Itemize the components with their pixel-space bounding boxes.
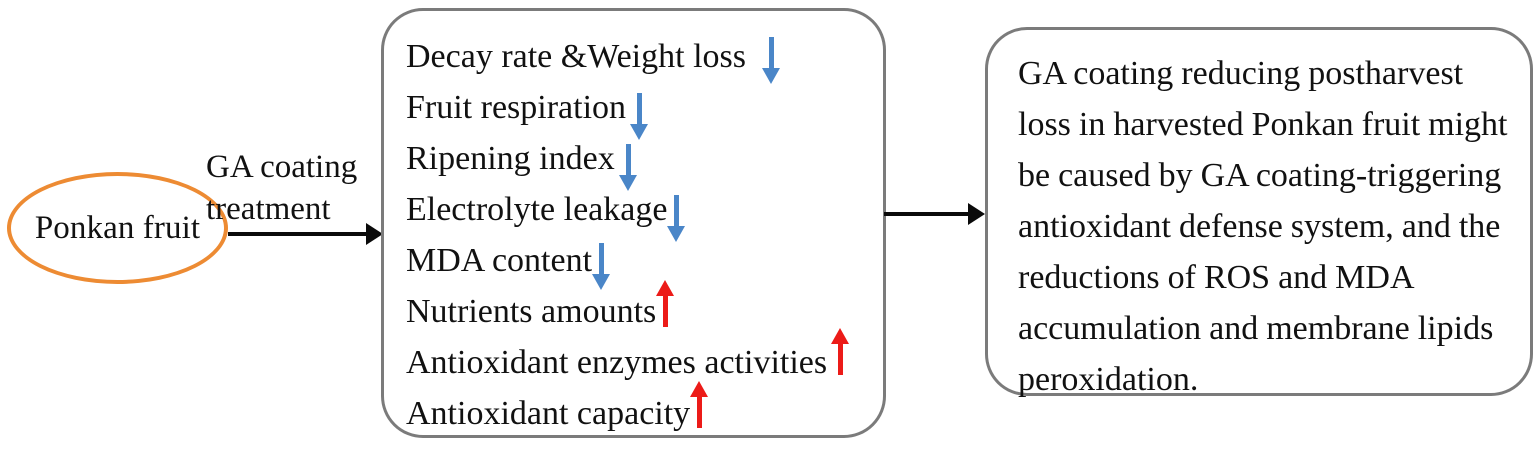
list-item: Electrolyte leakage (406, 184, 875, 242)
arrow-stem (663, 295, 669, 327)
effects-box: Decay rate &Weight loss Fruit respiratio… (381, 8, 886, 438)
arrow-shaft (884, 212, 970, 216)
effect-label: Antioxidant capacity (406, 394, 691, 432)
arrow-head (366, 223, 383, 245)
arrow-stem (637, 93, 643, 125)
effect-label: Antioxidant enzymes activities (406, 343, 828, 381)
arrow-up-icon (656, 280, 675, 327)
arrow-up-icon (831, 328, 850, 375)
list-item: Decay rate &Weight loss (406, 31, 875, 84)
effects-list: Decay rate &Weight loss Fruit respiratio… (406, 31, 875, 439)
arrow-down-icon (761, 37, 780, 84)
arrow-down-icon (618, 144, 637, 191)
treatment-label: GA coating treatment (206, 149, 358, 227)
arrow-stem (625, 144, 631, 176)
arrow-stem (674, 195, 680, 227)
arrow-tip (618, 175, 637, 191)
source-node-label: Ponkan fruit (34, 209, 201, 246)
arrow-down-icon (667, 195, 686, 242)
effect-label: Electrolyte leakage (406, 190, 668, 228)
effect-label: MDA content (406, 241, 593, 279)
list-item: Antioxidant enzymes activities (406, 328, 875, 388)
arrow-tip (656, 280, 675, 296)
arrow-up-icon (690, 381, 709, 428)
effect-label: Nutrients amounts (406, 292, 657, 330)
arrow-tip (761, 68, 780, 84)
arrow-down-icon (592, 243, 611, 290)
arrow-right-icon-conclusion (884, 203, 985, 225)
effect-label: Ripening index (406, 139, 615, 177)
arrow-stem (599, 243, 605, 275)
arrow-tip (690, 381, 709, 397)
list-item: Fruit respiration (406, 82, 875, 140)
effect-label: Fruit respiration (406, 88, 627, 126)
conclusion-text: GA coating reducing postharvest loss in … (1018, 55, 1508, 398)
list-item: Ripening index (406, 133, 875, 191)
arrow-tip (667, 226, 686, 242)
list-item: Nutrients amounts (406, 280, 875, 337)
list-item: MDA content (406, 235, 875, 290)
arrow-stem (838, 343, 844, 375)
arrow-right-icon-treatment (228, 223, 383, 245)
effect-label: Decay rate &Weight loss (406, 37, 746, 75)
list-item: Antioxidant capacity (406, 381, 875, 439)
arrow-shaft (228, 232, 368, 236)
arrow-head (968, 203, 985, 225)
arrow-stem (768, 37, 774, 69)
arrow-stem (697, 396, 703, 428)
arrow-tip (592, 274, 611, 290)
arrow-tip (831, 328, 850, 344)
source-node-ponkan-fruit: Ponkan fruit (7, 172, 228, 284)
arrow-down-icon (630, 93, 649, 140)
arrow-tip (630, 124, 649, 140)
conclusion-box: GA coating reducing postharvest loss in … (985, 27, 1533, 398)
